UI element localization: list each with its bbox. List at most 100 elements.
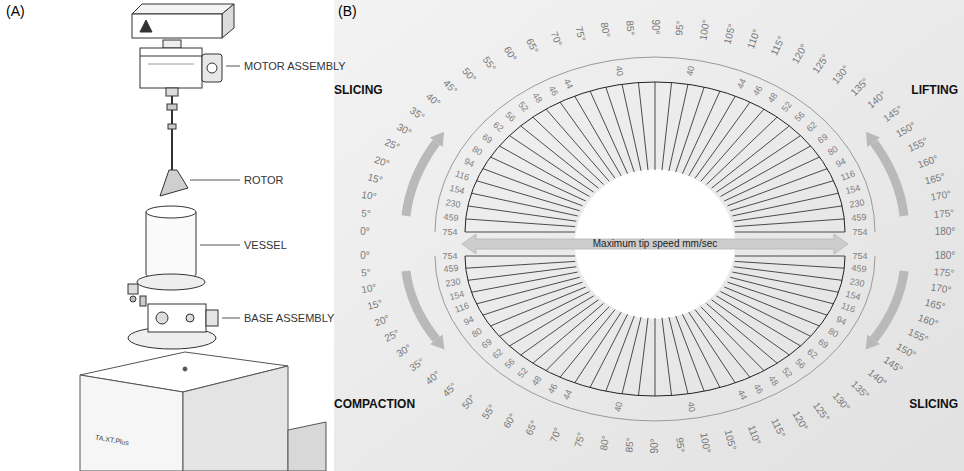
angle-spoke: [466, 261, 576, 268]
angle-label: 105°: [723, 23, 738, 46]
angle-label: 0°: [360, 251, 370, 261]
angle-spoke: [734, 206, 842, 221]
weight-bar: [222, 4, 234, 38]
leader-line: [190, 66, 240, 318]
rotor: [160, 96, 188, 196]
angle-label: 20°: [374, 155, 392, 170]
analyser-base: [80, 352, 326, 471]
angle-spoke: [701, 109, 764, 181]
angle-label: 145°: [881, 355, 904, 375]
tip-speed-value: 94: [463, 314, 476, 326]
part-label: BASE ASSEMBLY: [244, 313, 334, 324]
angle-label: 150°: [895, 341, 918, 360]
angle-label: 100°: [699, 432, 712, 454]
angle-spoke: [606, 316, 634, 391]
tip-speed-value: 459: [851, 264, 867, 274]
angle-spoke: [716, 296, 800, 346]
angle-spoke: [662, 83, 672, 171]
weight-bar: [132, 4, 234, 14]
angle-spoke: [483, 282, 583, 315]
tip-speed-value: 48: [766, 375, 779, 388]
angle-label: 80°: [598, 22, 610, 39]
tip-speed-value: 52: [517, 366, 530, 379]
angle-spoke: [706, 303, 777, 363]
angle-label: 165°: [924, 171, 947, 186]
tip-speed-value: 69: [480, 337, 493, 350]
panel-letter: (B): [338, 4, 357, 18]
angle-label: 30°: [395, 343, 413, 359]
motor-assembly: [202, 54, 222, 82]
leader-line: [190, 180, 240, 181]
angle-spoke: [695, 102, 750, 178]
angle-label: 170°: [930, 190, 952, 203]
tip-speed-value: 94: [834, 157, 847, 169]
tip-speed-value: 459: [443, 264, 459, 274]
motion-arrowhead: [430, 334, 444, 349]
tip-speed-value: 48: [531, 375, 544, 388]
angle-spoke: [499, 292, 589, 337]
angle-label: 60°: [502, 45, 518, 63]
angle-label: 40°: [424, 92, 442, 109]
angle-label: 165°: [924, 298, 947, 313]
angle-label: 90°: [650, 19, 660, 34]
tip-speed-value: 48: [766, 92, 779, 105]
angle-label: 115°: [769, 417, 786, 439]
motion-label: SLICING: [334, 84, 383, 96]
angle-spoke: [735, 219, 845, 227]
base-assembly: [140, 296, 146, 306]
tip-speed-value: 62: [805, 348, 818, 361]
tip-speed-value: 116: [839, 302, 856, 315]
analyser-base: [80, 375, 183, 471]
angle-spoke: [695, 310, 750, 378]
angle-label: 15°: [366, 298, 383, 312]
tip-speed-value: 230: [445, 198, 461, 209]
motion-arrowhead: [430, 132, 444, 147]
angle-label: 55°: [480, 403, 497, 421]
angle-label: 5°: [361, 267, 371, 278]
angle-label: 15°: [366, 172, 383, 186]
part-label: VESSEL: [244, 240, 287, 251]
panel-letter: (A): [6, 4, 25, 18]
angle-label: 180°: [935, 251, 956, 261]
tip-speed-value: 44: [562, 78, 574, 91]
angle-label: 140°: [866, 90, 888, 111]
motion-label: LIFTING: [911, 84, 958, 96]
analyser-base: [288, 422, 326, 471]
angle-spoke: [712, 300, 790, 355]
tip-speed-value: 44: [735, 78, 747, 91]
angle-label: 25°: [383, 329, 401, 344]
angle-spoke: [590, 314, 628, 387]
angle-label: 75°: [573, 431, 587, 448]
angle-spoke: [622, 84, 641, 171]
base-assembly: [206, 310, 218, 326]
tip-speed-value: 62: [491, 121, 504, 134]
tip-speed-value: 69: [816, 337, 829, 350]
spoke-ring: [465, 256, 845, 396]
tip-speed-value: 154: [449, 289, 466, 302]
angle-label: 135°: [849, 379, 871, 401]
angle-spoke: [466, 219, 576, 227]
spoke-ring: [465, 82, 845, 232]
motor-assembly: [140, 48, 202, 88]
angle-label: 145°: [881, 104, 904, 124]
analyser-base: [183, 366, 288, 471]
panel-background: [334, 0, 964, 471]
tip-speed-value: 230: [445, 277, 461, 288]
tip-speed-value: 56: [503, 357, 516, 370]
angle-label: 110°: [746, 423, 762, 445]
angle-label: 45°: [441, 381, 459, 399]
angle-spoke: [465, 256, 575, 257]
angle-label: 100°: [699, 19, 712, 41]
tip-speed-value: 40: [685, 401, 696, 412]
angle-spoke: [490, 157, 585, 201]
angle-label: 55°: [480, 55, 497, 73]
angle-label: 155°: [906, 327, 929, 345]
tip-speed-value: 46: [751, 84, 764, 97]
tip-speed-value: 48: [531, 92, 544, 105]
angle-label: 90°: [650, 438, 660, 453]
tip-speed-value: 754: [442, 228, 457, 237]
tip-speed-value: 754: [442, 252, 457, 261]
angle-label: 10°: [361, 283, 378, 295]
angle-label: 130°: [831, 390, 852, 412]
